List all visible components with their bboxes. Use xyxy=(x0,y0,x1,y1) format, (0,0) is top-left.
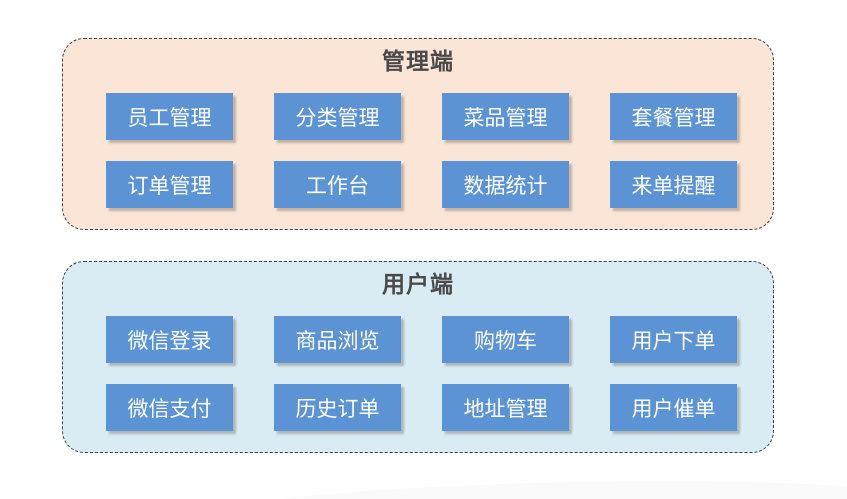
node-address-management: 地址管理 xyxy=(442,384,569,431)
node-employee-management: 员工管理 xyxy=(106,93,233,140)
node-data-statistics: 数据统计 xyxy=(442,161,569,208)
node-user-urge-order: 用户催单 xyxy=(610,384,737,431)
node-product-browse: 商品浏览 xyxy=(274,316,401,363)
node-incoming-order-reminder: 来单提醒 xyxy=(610,161,737,208)
node-dish-management: 菜品管理 xyxy=(442,93,569,140)
node-wechat-login: 微信登录 xyxy=(106,316,233,363)
node-wechat-pay: 微信支付 xyxy=(106,384,233,431)
admin-panel-title: 管理端 xyxy=(382,49,454,75)
admin-node-grid: 员工管理 分类管理 菜品管理 套餐管理 订单管理 工作台 数据统计 来单提醒 xyxy=(106,93,737,208)
admin-panel: 管理端 员工管理 分类管理 菜品管理 套餐管理 订单管理 工作台 数据统计 来单… xyxy=(62,38,774,230)
node-shopping-cart: 购物车 xyxy=(442,316,569,363)
node-category-management: 分类管理 xyxy=(274,93,401,140)
user-panel-title: 用户端 xyxy=(382,272,454,298)
node-workbench: 工作台 xyxy=(274,161,401,208)
user-node-grid: 微信登录 商品浏览 购物车 用户下单 微信支付 历史订单 地址管理 用户催单 xyxy=(106,316,737,431)
node-order-management: 订单管理 xyxy=(106,161,233,208)
user-panel: 用户端 微信登录 商品浏览 购物车 用户下单 微信支付 历史订单 地址管理 用户… xyxy=(62,261,774,453)
node-order-history: 历史订单 xyxy=(274,384,401,431)
node-combo-management: 套餐管理 xyxy=(610,93,737,140)
background-artifact xyxy=(219,475,847,499)
node-user-place-order: 用户下单 xyxy=(610,316,737,363)
